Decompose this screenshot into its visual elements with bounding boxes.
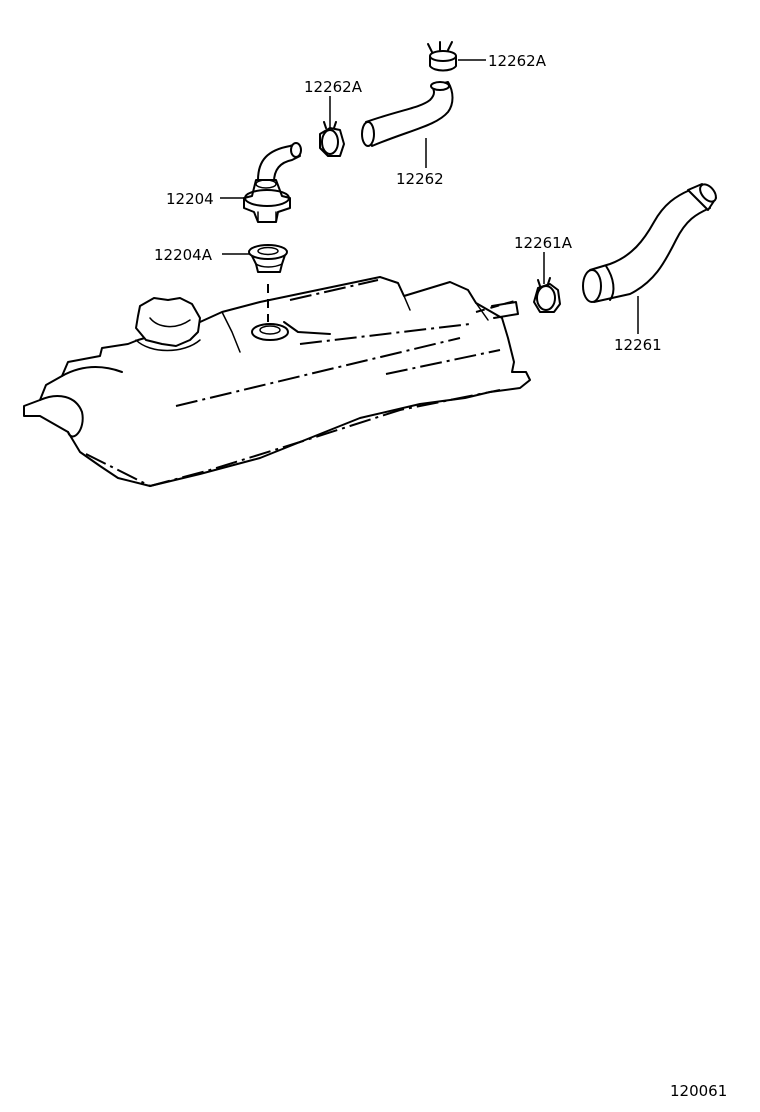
hose-clip-upper-top <box>429 50 457 62</box>
hose-upper <box>361 81 454 147</box>
callout-hose-lower: 12261 <box>614 336 662 354</box>
cover-outline <box>23 276 531 487</box>
grommet-top <box>248 244 288 260</box>
cylinder-head-cover <box>23 276 531 488</box>
oil-filler-cap-base <box>135 339 201 352</box>
cover-bottom-edge <box>85 389 501 488</box>
pcv-valve-flange <box>244 189 290 207</box>
grommet <box>248 244 288 273</box>
cover-left-contour <box>39 395 84 438</box>
cover-centerline-low <box>175 337 461 407</box>
callout-clip-upper: 12262A <box>488 52 547 70</box>
figure-number: 120061 <box>670 1082 727 1100</box>
hose-lower-end-left <box>582 269 602 303</box>
pcv-valve-stem <box>257 211 277 223</box>
hose-clip-lower <box>533 277 561 313</box>
pcv-valve-elbow-end <box>290 142 302 158</box>
pcv-valve <box>243 142 302 223</box>
cover-left-lobe <box>61 366 123 377</box>
callout-clip-lower: 12261A <box>514 234 573 252</box>
pcv-valve-top <box>255 179 277 189</box>
hose-clip-mid-band <box>319 127 345 157</box>
hose-lower <box>582 183 717 303</box>
hose-clip-mid-tabs <box>323 121 337 129</box>
callout-hose-upper: 12262 <box>396 170 444 188</box>
cover-centerline-mid <box>299 323 471 345</box>
pcv-valve-body <box>243 179 291 223</box>
cover-centerline-top <box>289 279 379 301</box>
cover-hole-rib <box>283 321 331 335</box>
hose-upper-body <box>365 81 454 147</box>
oil-filler-cap <box>135 297 201 347</box>
leader-lines <box>220 59 639 334</box>
hose-clip-upper <box>427 41 457 72</box>
cover-outlet-pipe <box>491 301 519 319</box>
callout-clip-mid: 12262A <box>304 78 363 96</box>
hose-clip-mid <box>319 121 345 157</box>
hose-clip-lower-opening <box>536 285 556 311</box>
grommet-top-inner <box>257 246 279 256</box>
hose-lower-body <box>589 189 711 303</box>
cover-rib-1 <box>221 311 241 353</box>
hose-lower-end-top-rim <box>699 183 717 203</box>
hose-upper-end-top <box>430 81 450 91</box>
callout-labels: 12262A 12262A 12262 12204 12204A 12261A … <box>154 52 662 354</box>
grommet-ring <box>255 263 283 268</box>
hose-clip-upper-tabs <box>427 41 453 53</box>
cover-rib-2 <box>397 282 411 311</box>
cover-grommet-hole-inner <box>259 325 281 335</box>
callout-pcv-valve: 12204 <box>166 190 214 208</box>
oil-filler-cap-ridge <box>149 317 191 328</box>
hose-clip-lower-tabs <box>537 277 551 287</box>
callout-grommet: 12204A <box>154 246 213 264</box>
hose-lower-step <box>605 265 615 301</box>
assembly-line-pipe <box>475 299 519 313</box>
cover-centerline-right <box>385 349 501 375</box>
cover-rib-3 <box>467 289 489 321</box>
hose-upper-end-left <box>361 121 375 147</box>
pcv-valve-elbow <box>257 143 301 183</box>
hose-clip-mid-opening <box>321 129 339 155</box>
